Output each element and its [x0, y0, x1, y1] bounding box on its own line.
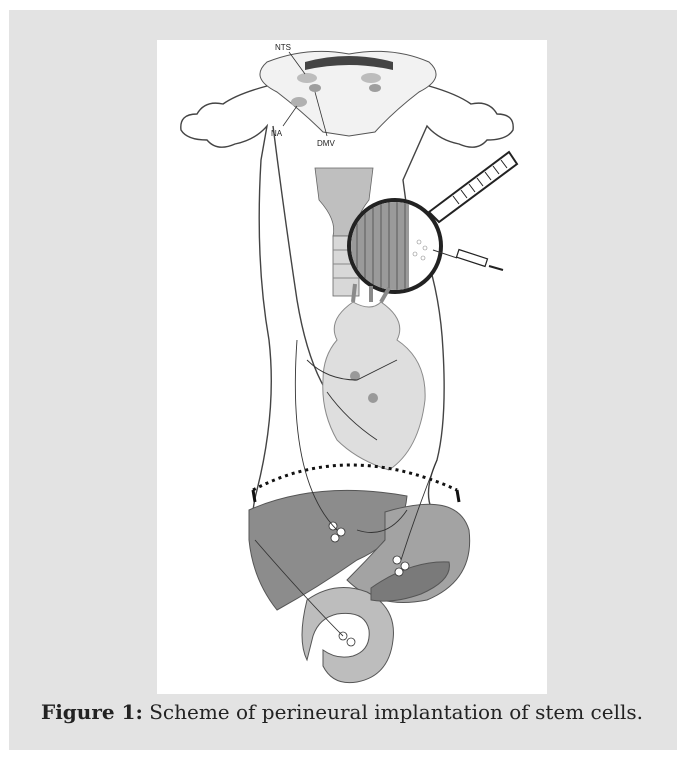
caption-label: Figure 1: [41, 700, 143, 724]
na-nucleus [291, 97, 307, 107]
figure-illustration: NTS NA DMV [157, 40, 547, 694]
spinal-cord-section: NTS NA DMV [260, 43, 436, 148]
dmv-nucleus [309, 84, 321, 92]
figure-caption: Figure 1: Scheme of perineural implantat… [0, 700, 684, 724]
heart-illustration [323, 284, 425, 470]
magnifier-icon [349, 152, 517, 294]
caption-text: Scheme of perineural implantation of ste… [149, 700, 643, 724]
intestine-illustration [302, 588, 393, 683]
nts-label: NTS [275, 43, 291, 52]
na-label: NA [271, 129, 283, 138]
nts-nucleus [297, 73, 317, 83]
syringe-icon [433, 250, 503, 270]
dmv-label: DMV [317, 139, 335, 148]
